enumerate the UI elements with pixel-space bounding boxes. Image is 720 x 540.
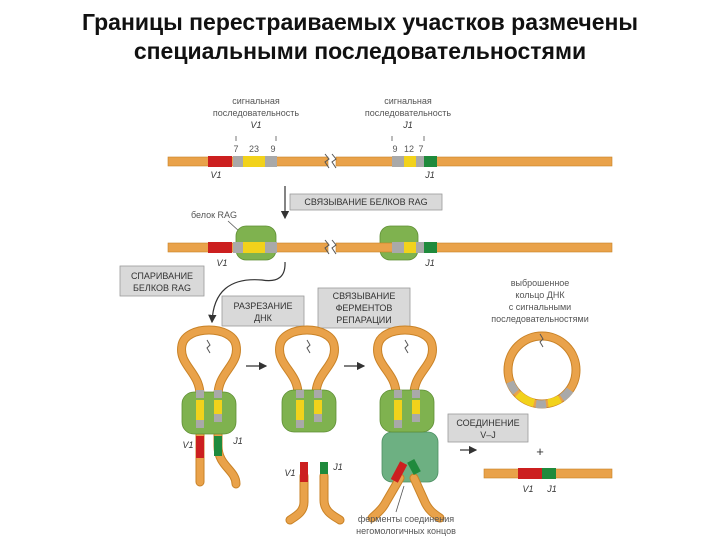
v1-segment (208, 156, 232, 167)
arrow-curve-pairing (208, 261, 286, 324)
step-box-join (447, 413, 529, 443)
ring-label-3: с сигнальными (509, 302, 571, 312)
step-cut-2: ДНК (254, 313, 273, 323)
spacer-label-12: 12 (404, 144, 414, 154)
ring-label-4: последовательностями (491, 314, 589, 324)
step-pairing-2: БЕЛКОВ RAG (133, 283, 191, 293)
repair-enzyme-complex (381, 431, 439, 483)
joined-label-v1: V1 (522, 484, 533, 494)
stage-cut (275, 325, 345, 525)
nonamer (265, 156, 277, 167)
ring-label-2: кольцо ДНК (515, 290, 565, 300)
ring-label-1: выброшенное (511, 278, 570, 288)
enzymes-label-2: негомологичных концов (356, 526, 456, 536)
step-join-1: СОЕДИНЕНИЕ (456, 418, 519, 428)
spacer-12 (404, 156, 416, 167)
step-rag-binding: СВЯЗЫВАНИЕ БЕЛКОВ RAG (304, 197, 427, 207)
signal-seq-label-left-1: сигнальная (232, 96, 280, 106)
step-pairing-1: СПАРИВАНИЕ (131, 271, 193, 281)
stage-repair (367, 325, 445, 523)
step-repair-2: ФЕРМЕНТОВ (336, 303, 393, 313)
break-mark (324, 153, 330, 169)
spacer-23 (243, 156, 265, 167)
signal-seq-label-right-1: сигнальная (384, 96, 432, 106)
stage-a-label-j1: J1 (232, 436, 243, 446)
row-1-germline-dna (167, 153, 613, 169)
stage-a-label-v1: V1 (182, 440, 193, 450)
title-line-1: Границы перестраиваемых участков размече… (81, 9, 639, 35)
segment-label-v1: V1 (210, 170, 221, 180)
row-2-rag-bound-dna (167, 225, 613, 261)
spacer-label-9: 9 (270, 144, 275, 154)
step-repair-3: РЕПАРАЦИИ (336, 315, 391, 325)
spacer-label-7: 7 (233, 144, 238, 154)
heptamer (416, 156, 424, 167)
step-join-2: V–J (480, 430, 496, 440)
excised-dna-ring (503, 331, 581, 409)
step-box-rag-binding (289, 193, 443, 211)
step-box-pairing (119, 265, 205, 297)
spacer-label-7-right: 7 (418, 144, 423, 154)
heptamer (233, 156, 243, 167)
step-box-cut (221, 295, 305, 327)
stage-b-label-j1: J1 (332, 462, 343, 472)
signal-seq-label-j1: J1 (402, 120, 413, 130)
plus-sign: + (536, 444, 544, 459)
nonamer (392, 156, 404, 167)
joined-label-j1: J1 (546, 484, 557, 494)
spacer-label-9-right: 9 (392, 144, 397, 154)
signal-seq-label-left-2: последовательность (213, 108, 299, 118)
signal-seq-label-right-2: последовательность (365, 108, 451, 118)
enzymes-label-1: ферменты соединения (358, 514, 454, 524)
page-title: Границы перестраиваемых участков размече… (0, 8, 720, 66)
break-mark (331, 153, 337, 169)
joined-vj-dna (483, 468, 613, 479)
rag-protein-label: белок RAG (191, 210, 237, 220)
step-box-repair (317, 287, 411, 329)
step-repair-1: СВЯЗЫВАНИЕ (333, 291, 396, 301)
stage-b-label-v1: V1 (284, 468, 295, 478)
stage-paired-rag (177, 325, 241, 489)
segment-label-j1-row2: J1 (424, 258, 435, 268)
segment-label-v1-row2: V1 (216, 258, 227, 268)
step-cut-1: РАЗРЕЗАНИЕ (234, 301, 293, 311)
j1-segment (424, 156, 437, 167)
title-line-2: специальными последовательностями (133, 38, 587, 64)
signal-seq-label-v1: V1 (250, 120, 261, 130)
spacer-label-23: 23 (249, 144, 259, 154)
segment-label-j1: J1 (424, 170, 435, 180)
